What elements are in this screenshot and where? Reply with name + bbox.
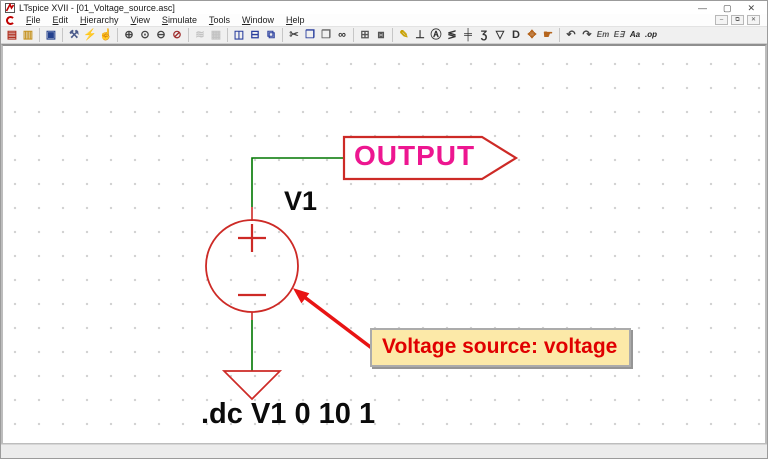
rotate-icon[interactable]: Em — [596, 30, 610, 39]
app-icon — [5, 2, 15, 13]
toolbar-separator — [117, 28, 118, 42]
schematic-canvas[interactable]: OUTPUT V1 .dc V1 0 10 1 Voltage source: … — [1, 44, 767, 444]
find-icon[interactable]: ∞ — [338, 29, 346, 41]
cascade-icon[interactable]: ⧉ — [267, 29, 275, 41]
toolbar-separator — [227, 28, 228, 42]
menu-item[interactable]: File — [26, 15, 41, 25]
toolbar-separator — [559, 28, 560, 42]
annotation-callout: Voltage source: voltage — [370, 328, 632, 367]
restore-button[interactable]: ▢ — [722, 2, 732, 13]
print-icon[interactable]: ⊞ — [360, 29, 370, 41]
annotation-arrow — [292, 288, 375, 351]
zoom-full-icon[interactable]: ⊘ — [172, 29, 182, 41]
open-icon[interactable]: ▥ — [22, 29, 34, 41]
control-panel-icon[interactable]: ⚒ — [69, 29, 79, 41]
schematic-drawing — [205, 135, 519, 401]
halt-icon[interactable]: ☝ — [99, 29, 113, 41]
run-icon[interactable]: ⚡ — [83, 29, 97, 41]
mirror-icon[interactable]: E∃ — [613, 30, 625, 39]
zoom-out-icon[interactable]: ⊖ — [156, 29, 166, 41]
drag-icon[interactable]: ☛ — [543, 29, 553, 41]
title-bar: LTspice XVII - [01_Voltage_source.asc] —… — [1, 1, 767, 14]
redo-icon[interactable]: ↷ — [582, 29, 592, 41]
mdi-minimize-button[interactable]: – — [715, 15, 728, 25]
toolbar-separator — [282, 28, 283, 42]
net-label-output[interactable]: OUTPUT — [354, 140, 476, 171]
edit-pencil-icon[interactable]: ✎ — [399, 29, 409, 41]
save-icon[interactable]: ▣ — [45, 29, 57, 41]
toolbar-separator — [353, 28, 354, 42]
mdi-restore-button[interactable]: ⧉ — [731, 15, 744, 25]
resistor-icon[interactable]: ≶ — [447, 29, 457, 41]
diode-icon[interactable]: ▽ — [495, 29, 505, 41]
zoom-in-icon[interactable]: ⊕ — [124, 29, 134, 41]
menu-item[interactable]: View — [130, 15, 150, 25]
toolbar-separator — [39, 28, 40, 42]
spice-directive-icon[interactable]: .op — [645, 30, 657, 39]
new-schematic-icon[interactable]: ▤ — [6, 29, 18, 41]
menu-item[interactable]: Window — [241, 15, 274, 25]
mdi-close-button[interactable]: ✕ — [747, 15, 760, 25]
menu-item[interactable]: Help — [285, 15, 305, 25]
text-icon[interactable]: Aa — [629, 30, 641, 39]
ground-symbol[interactable] — [221, 370, 283, 401]
inductor-icon[interactable]: Ʒ — [480, 29, 488, 41]
status-bar — [1, 444, 767, 458]
spice-directive-text[interactable]: .dc V1 0 10 1 — [201, 398, 376, 430]
net-label-icon[interactable]: Ⓐ — [430, 29, 442, 41]
tile-horizontal-icon[interactable]: ⊟ — [250, 29, 260, 41]
menu-bar: File Edit Hierarchy View Simulate Tools Window… — [1, 14, 767, 26]
tile-vertical-icon[interactable]: ◫ — [233, 29, 245, 41]
minimize-button[interactable]: — — [697, 2, 707, 13]
toolbar-separator — [392, 28, 393, 42]
menu-item[interactable]: Hierarchy — [80, 15, 119, 25]
schematic-doc-icon — [6, 15, 15, 25]
capacitor-icon[interactable]: ╪ — [464, 29, 472, 41]
paste-icon[interactable]: ❒ — [321, 29, 331, 41]
menu-item[interactable]: Edit — [52, 15, 69, 25]
menu-item[interactable]: Tools — [208, 15, 230, 25]
output-wire[interactable] — [251, 157, 344, 207]
undo-icon[interactable]: ↶ — [566, 29, 576, 41]
print-preview-icon[interactable]: ⧈ — [377, 29, 385, 41]
zoom-extents-icon[interactable]: ⊙ — [140, 29, 150, 41]
net-flag-outline[interactable] — [342, 135, 519, 181]
close-button[interactable]: ✕ — [747, 2, 755, 13]
ground-icon[interactable]: ⊥ — [415, 29, 425, 41]
component-icon[interactable]: D — [512, 29, 520, 41]
toolbar-separator — [62, 28, 63, 42]
move-icon[interactable]: ✥ — [527, 29, 537, 41]
cut-icon[interactable]: ✂ — [289, 29, 299, 41]
copy-icon[interactable]: ❐ — [305, 29, 315, 41]
component-ref-v1[interactable]: V1 — [284, 186, 318, 216]
toolbar-separator — [188, 28, 189, 42]
plot-pane-icon[interactable]: ▦ — [210, 29, 222, 41]
voltage-source-symbol[interactable] — [205, 207, 299, 320]
menu-item[interactable]: Simulate — [161, 15, 197, 25]
autorange-icon[interactable]: ≋ — [195, 29, 205, 41]
window-title: LTspice XVII - [01_Voltage_source.asc] — [19, 2, 175, 13]
